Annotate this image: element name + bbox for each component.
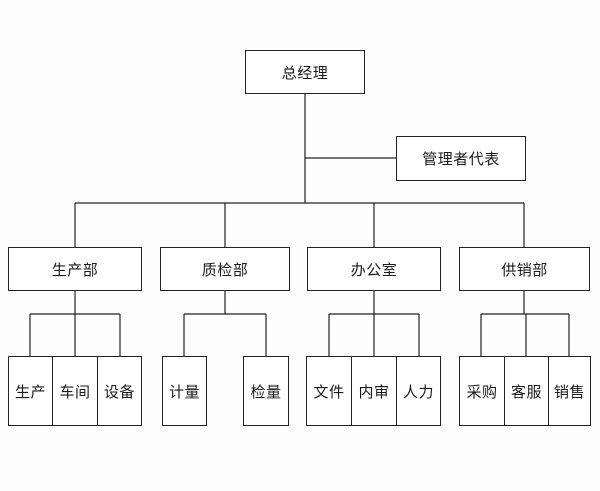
unit-box: 人力 bbox=[396, 356, 441, 426]
department-box-office: 办公室 bbox=[307, 247, 441, 291]
unit-box: 计量 bbox=[162, 356, 207, 426]
department-box-production: 生产部 bbox=[8, 247, 142, 291]
management-representative-box: 管理者代表 bbox=[396, 136, 526, 181]
unit-box: 车间 bbox=[52, 356, 98, 426]
unit-box: 设备 bbox=[97, 356, 142, 426]
department-box-sales: 供销部 bbox=[459, 247, 590, 291]
unit-box: 销售 bbox=[548, 356, 591, 426]
unit-box: 文件 bbox=[306, 356, 352, 426]
unit-box: 检量 bbox=[243, 356, 289, 426]
unit-box: 采购 bbox=[459, 356, 505, 426]
department-box-quality: 质检部 bbox=[160, 247, 290, 291]
unit-box: 客服 bbox=[504, 356, 549, 426]
unit-box: 内审 bbox=[351, 356, 397, 426]
general-manager-box: 总经理 bbox=[245, 50, 365, 94]
unit-box: 生产 bbox=[8, 356, 53, 426]
